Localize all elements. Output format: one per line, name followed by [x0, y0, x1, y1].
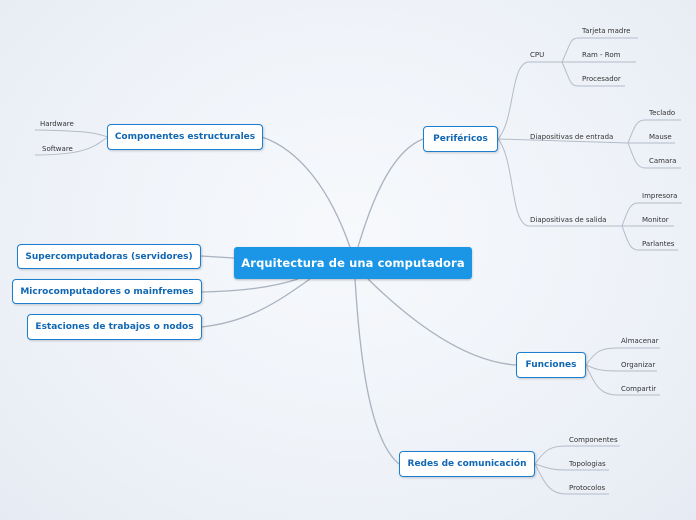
subtopic-teclado[interactable]: Teclado [649, 109, 676, 117]
subtopic-protocolos[interactable]: Protocolos [569, 484, 606, 492]
subtopic-diapositivas-salida[interactable]: Diapositivas de salida [530, 216, 607, 224]
link-redes [354, 278, 400, 465]
subtopic-hardware[interactable]: Hardware [40, 120, 74, 128]
link-microcomputadores [201, 278, 299, 293]
subtopic-impresora[interactable]: Impresora [642, 192, 678, 200]
subtopic-diapositivas-entrada[interactable]: Diapositivas de entrada [530, 133, 614, 141]
subtopic-topologias[interactable]: Topologias [569, 460, 606, 468]
link-perifericos [357, 138, 424, 248]
subtopic-camara[interactable]: Camara [649, 157, 677, 165]
topic-perifericos[interactable]: Periféricos [423, 126, 498, 152]
topic-redes-de-comunicacion[interactable]: Redes de comunicación [399, 451, 535, 477]
topic-componentes-estructurales[interactable]: Componentes estructurales [107, 124, 263, 150]
link-supercomputadoras [200, 255, 235, 259]
subtopic-ram-rom[interactable]: Ram - Rom [582, 51, 621, 59]
subtopic-software[interactable]: Software [42, 145, 73, 153]
link-estaciones [200, 278, 311, 328]
subtopic-compartir[interactable]: Compartir [621, 385, 657, 393]
subtopic-parlantes[interactable]: Parlantes [642, 240, 675, 248]
link-funciones [367, 278, 517, 366]
topic-supercomputadoras[interactable]: Supercomputadoras (servidores) [17, 244, 201, 269]
topic-microcomputadores[interactable]: Microcomputadores o mainfremes [12, 279, 202, 304]
subtopic-cpu[interactable]: CPU [530, 51, 545, 59]
subtopic-monitor[interactable]: Monitor [642, 216, 669, 224]
subtopic-almacenar[interactable]: Almacenar [621, 337, 659, 345]
topic-funciones[interactable]: Funciones [516, 352, 586, 378]
topic-estaciones-de-trabajo[interactable]: Estaciones de trabajos o nodos [27, 314, 202, 340]
subtopic-organizar[interactable]: Organizar [621, 361, 656, 369]
link-componentes [261, 136, 351, 248]
central-topic[interactable]: Arquitectura de una computadora [234, 247, 472, 279]
subtopic-mause[interactable]: Mause [649, 133, 672, 141]
subtopic-componentes[interactable]: Componentes [569, 436, 618, 444]
subtopic-procesador[interactable]: Procesador [582, 75, 621, 83]
subtopic-tarjeta-madre[interactable]: Tarjeta madre [582, 27, 631, 35]
